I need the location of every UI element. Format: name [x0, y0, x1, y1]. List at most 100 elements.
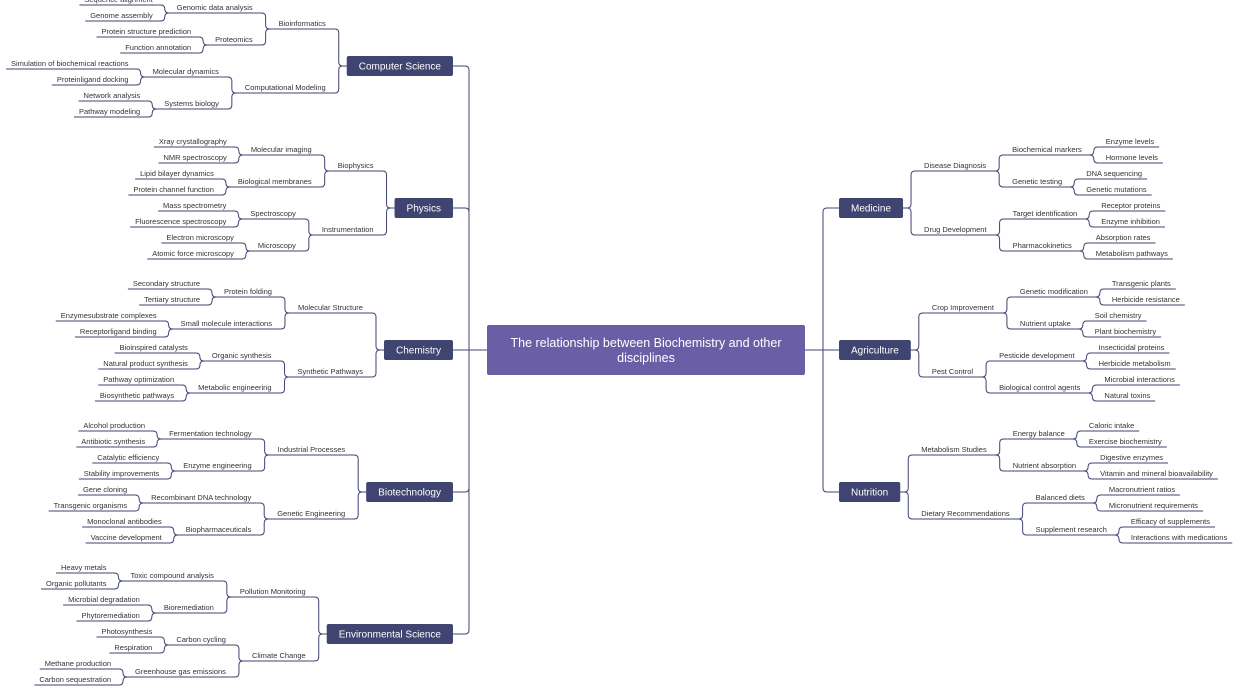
- branch-environmental-science[interactable]: [326, 624, 453, 644]
- leaf-caloric-intake: Caloric intake: [1089, 421, 1134, 430]
- topic-molecular-structure: Molecular Structure: [298, 303, 363, 312]
- leaf-insecticidal-proteins: Insecticidal proteins: [1099, 343, 1165, 352]
- leaf-pathway-modeling: Pathway modeling: [79, 107, 140, 116]
- topic-dietary-recommendations: Dietary Recommendations: [921, 509, 1010, 518]
- branch-computer-science[interactable]: [346, 56, 453, 76]
- subtopic-biopharmaceuticals: Biopharmaceuticals: [186, 525, 252, 534]
- leaf-interactions-with-medications: Interactions with medications: [1131, 533, 1228, 542]
- leaf-receptor-proteins: Receptor proteins: [1101, 201, 1160, 210]
- branch-physics-label: Physics: [407, 204, 441, 215]
- subtopic-fermentation-technology: Fermentation technology: [169, 429, 252, 438]
- branch-chemistry-label: Chemistry: [396, 346, 441, 357]
- root-topic-label-line: disciplines: [617, 351, 675, 365]
- leaf-transgenic-organisms: Transgenic organisms: [54, 501, 128, 510]
- leaf-tertiary-structure: Tertiary structure: [144, 295, 200, 304]
- leaf-nmr-spectroscopy: NMR spectroscopy: [163, 153, 227, 162]
- branch-agriculture[interactable]: [839, 340, 911, 360]
- topic-synthetic-pathways: Synthetic Pathways: [298, 367, 364, 376]
- branch-nutrition-label: Nutrition: [851, 488, 888, 499]
- leaf-microbial-interactions: Microbial interactions: [1104, 375, 1175, 384]
- subtopic-pesticide-development: Pesticide development: [999, 351, 1075, 360]
- mind-map-connectors: [6, 4, 1233, 686]
- leaf-protein-channel-function: Protein channel function: [133, 185, 213, 194]
- leaf-microbial-degradation: Microbial degradation: [68, 595, 140, 604]
- topic-biophysics: Biophysics: [338, 161, 374, 170]
- root-topic[interactable]: [487, 325, 805, 375]
- branch-environmental-science-label: Environmental Science: [339, 630, 442, 641]
- subtopic-microscopy: Microscopy: [258, 241, 296, 250]
- leaf-exercise-biochemistry: Exercise biochemistry: [1089, 437, 1162, 446]
- leaf-gene-cloning: Gene cloning: [83, 485, 127, 494]
- leaf-photosynthesis: Photosynthesis: [101, 627, 152, 636]
- leaf-vitamin-and-mineral-bioavailability: Vitamin and mineral bioavailability: [1100, 469, 1213, 478]
- topic-disease-diagnosis: Disease Diagnosis: [924, 161, 986, 170]
- branch-physics[interactable]: [394, 198, 453, 218]
- leaf-receptorligand-binding: Receptorligand binding: [80, 327, 157, 336]
- leaf-pathway-optimization: Pathway optimization: [103, 375, 174, 384]
- subtopic-molecular-imaging: Molecular imaging: [251, 145, 312, 154]
- topic-drug-development: Drug Development: [924, 225, 987, 234]
- root-topic-label-line: The relationship between Biochemistry an…: [511, 336, 782, 350]
- subtopic-greenhouse-gas-emissions: Greenhouse gas emissions: [135, 667, 226, 676]
- subtopic-energy-balance: Energy balance: [1013, 429, 1065, 438]
- leaf-monoclonal-antibodies: Monoclonal antibodies: [87, 517, 162, 526]
- leaf-mass-spectrometry: Mass spectrometry: [163, 201, 227, 210]
- leaf-catalytic-efficiency: Catalytic efficiency: [97, 453, 159, 462]
- subtopic-nutrient-uptake: Nutrient uptake: [1020, 319, 1071, 328]
- leaf-biosynthetic-pathways: Biosynthetic pathways: [100, 391, 174, 400]
- leaf-digestive-enzymes: Digestive enzymes: [1100, 453, 1163, 462]
- subtopic-molecular-dynamics: Molecular dynamics: [153, 67, 220, 76]
- branch-biotechnology[interactable]: [366, 482, 453, 502]
- leaf-respiration: Respiration: [114, 643, 152, 652]
- leaf-hormone-levels: Hormone levels: [1106, 153, 1158, 162]
- leaf-sequence-alignment: Sequence alignment: [84, 0, 153, 4]
- topic-metabolism-studies: Metabolism Studies: [921, 445, 987, 454]
- branch-chemistry[interactable]: [383, 340, 453, 360]
- leaf-soil-chemistry: Soil chemistry: [1095, 311, 1142, 320]
- subtopic-balanced-diets: Balanced diets: [1036, 493, 1085, 502]
- leaf-atomic-force-microscopy: Atomic force microscopy: [152, 249, 234, 258]
- topic-bioinformatics: Bioinformatics: [279, 19, 326, 28]
- leaf-genome-assembly: Genome assembly: [90, 11, 153, 20]
- leaf-fluorescence-spectroscopy: Fluorescence spectroscopy: [135, 217, 227, 226]
- leaf-simulation-of-biochemical-reactions: Simulation of biochemical reactions: [11, 59, 129, 68]
- topic-industrial-processes: Industrial Processes: [278, 445, 346, 454]
- leaf-bioinspired-catalysts: Bioinspired catalysts: [120, 343, 189, 352]
- leaf-absorption-rates: Absorption rates: [1096, 233, 1151, 242]
- subtopic-biochemical-markers: Biochemical markers: [1012, 145, 1082, 154]
- leaf-lipid-bilayer-dynamics: Lipid bilayer dynamics: [140, 169, 214, 178]
- leaf-methane-production: Methane production: [45, 659, 111, 668]
- branch-medicine[interactable]: [839, 198, 904, 218]
- branch-nutrition[interactable]: [839, 482, 901, 502]
- subtopic-protein-folding: Protein folding: [224, 287, 272, 296]
- branch-agriculture-label: Agriculture: [851, 346, 899, 357]
- leaf-organic-pollutants: Organic pollutants: [46, 579, 107, 588]
- topic-pollution-monitoring: Pollution Monitoring: [240, 587, 306, 596]
- leaf-genetic-mutations: Genetic mutations: [1086, 185, 1147, 194]
- topic-climate-change: Climate Change: [252, 651, 306, 660]
- subtopic-spectroscopy: Spectroscopy: [250, 209, 296, 218]
- subtopic-biological-control-agents: Biological control agents: [999, 383, 1081, 392]
- branch-computer-science-label: Computer Science: [359, 62, 442, 73]
- branch-medicine-label: Medicine: [851, 204, 891, 215]
- leaf-xray-crystallography: Xray crystallography: [159, 137, 227, 146]
- leaf-natural-product-synthesis: Natural product synthesis: [103, 359, 188, 368]
- subtopic-recombinant-dna-technology: Recombinant DNA technology: [151, 493, 251, 502]
- subtopic-genomic-data-analysis: Genomic data analysis: [177, 3, 253, 12]
- topic-pest-control: Pest Control: [932, 367, 974, 376]
- leaf-herbicide-resistance: Herbicide resistance: [1112, 295, 1180, 304]
- subtopic-genetic-testing: Genetic testing: [1012, 177, 1062, 186]
- leaf-protein-structure-prediction: Protein structure prediction: [101, 27, 191, 36]
- leaf-plant-biochemistry: Plant biochemistry: [1095, 327, 1157, 336]
- mind-map-nodes: The relationship between Biochemistry an…: [11, 0, 1227, 684]
- subtopic-small-molecule-interactions: Small molecule interactions: [181, 319, 273, 328]
- leaf-heavy-metals: Heavy metals: [61, 563, 107, 572]
- leaf-carbon-sequestration: Carbon sequestration: [39, 675, 111, 684]
- subtopic-organic-synthesis: Organic synthesis: [212, 351, 272, 360]
- subtopic-pharmacokinetics: Pharmacokinetics: [1013, 241, 1072, 250]
- topic-crop-improvement: Crop Improvement: [932, 303, 995, 312]
- subtopic-bioremediation: Bioremediation: [164, 603, 214, 612]
- leaf-enzyme-inhibition: Enzyme inhibition: [1101, 217, 1160, 226]
- leaf-phytoremediation: Phytoremediation: [81, 611, 139, 620]
